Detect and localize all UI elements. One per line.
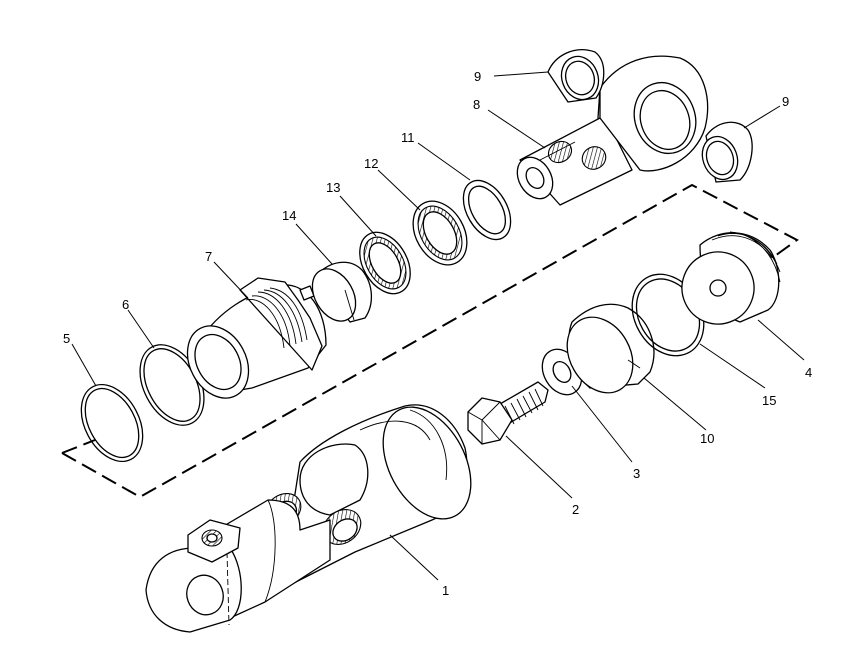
part-4-piston [681,231,781,325]
callout-5: 5 [63,331,70,346]
part-12-seal [412,200,468,266]
callout-9-right: 9 [782,94,789,109]
callout-11: 11 [401,130,415,145]
callout-14: 14 [282,208,296,223]
callout-9-top: 9 [474,69,481,84]
callout-2: 2 [572,502,579,517]
part-14-bushing [311,261,373,323]
callout-1: 1 [442,583,449,598]
callout-15: 15 [762,393,776,408]
part-1-cylinder-barrel [145,404,472,633]
callout-4: 4 [805,365,812,380]
part-9-bushing-right [701,121,753,183]
callout-10: 10 [700,431,714,446]
part-5-snap-ring [80,383,144,463]
part-7-gland [186,277,327,399]
callout-13: 13 [326,180,340,195]
callout-7: 7 [205,249,212,264]
part-11-wiper [462,179,512,241]
part-9-bushing-top [547,49,605,103]
assembly-dash-line [61,183,799,499]
part-13-seal [359,231,411,295]
callout-3: 3 [633,466,640,481]
part-8-rod [516,55,709,206]
callout-labels: 1 2 3 4 5 6 7 8 9 9 10 11 12 13 14 15 [63,69,812,598]
callout-8: 8 [473,97,480,112]
part-2-bolt [467,381,549,445]
callout-6: 6 [122,297,129,312]
leader-lines [71,71,805,581]
callout-12: 12 [364,156,378,171]
part-10-sleeve [566,303,655,394]
